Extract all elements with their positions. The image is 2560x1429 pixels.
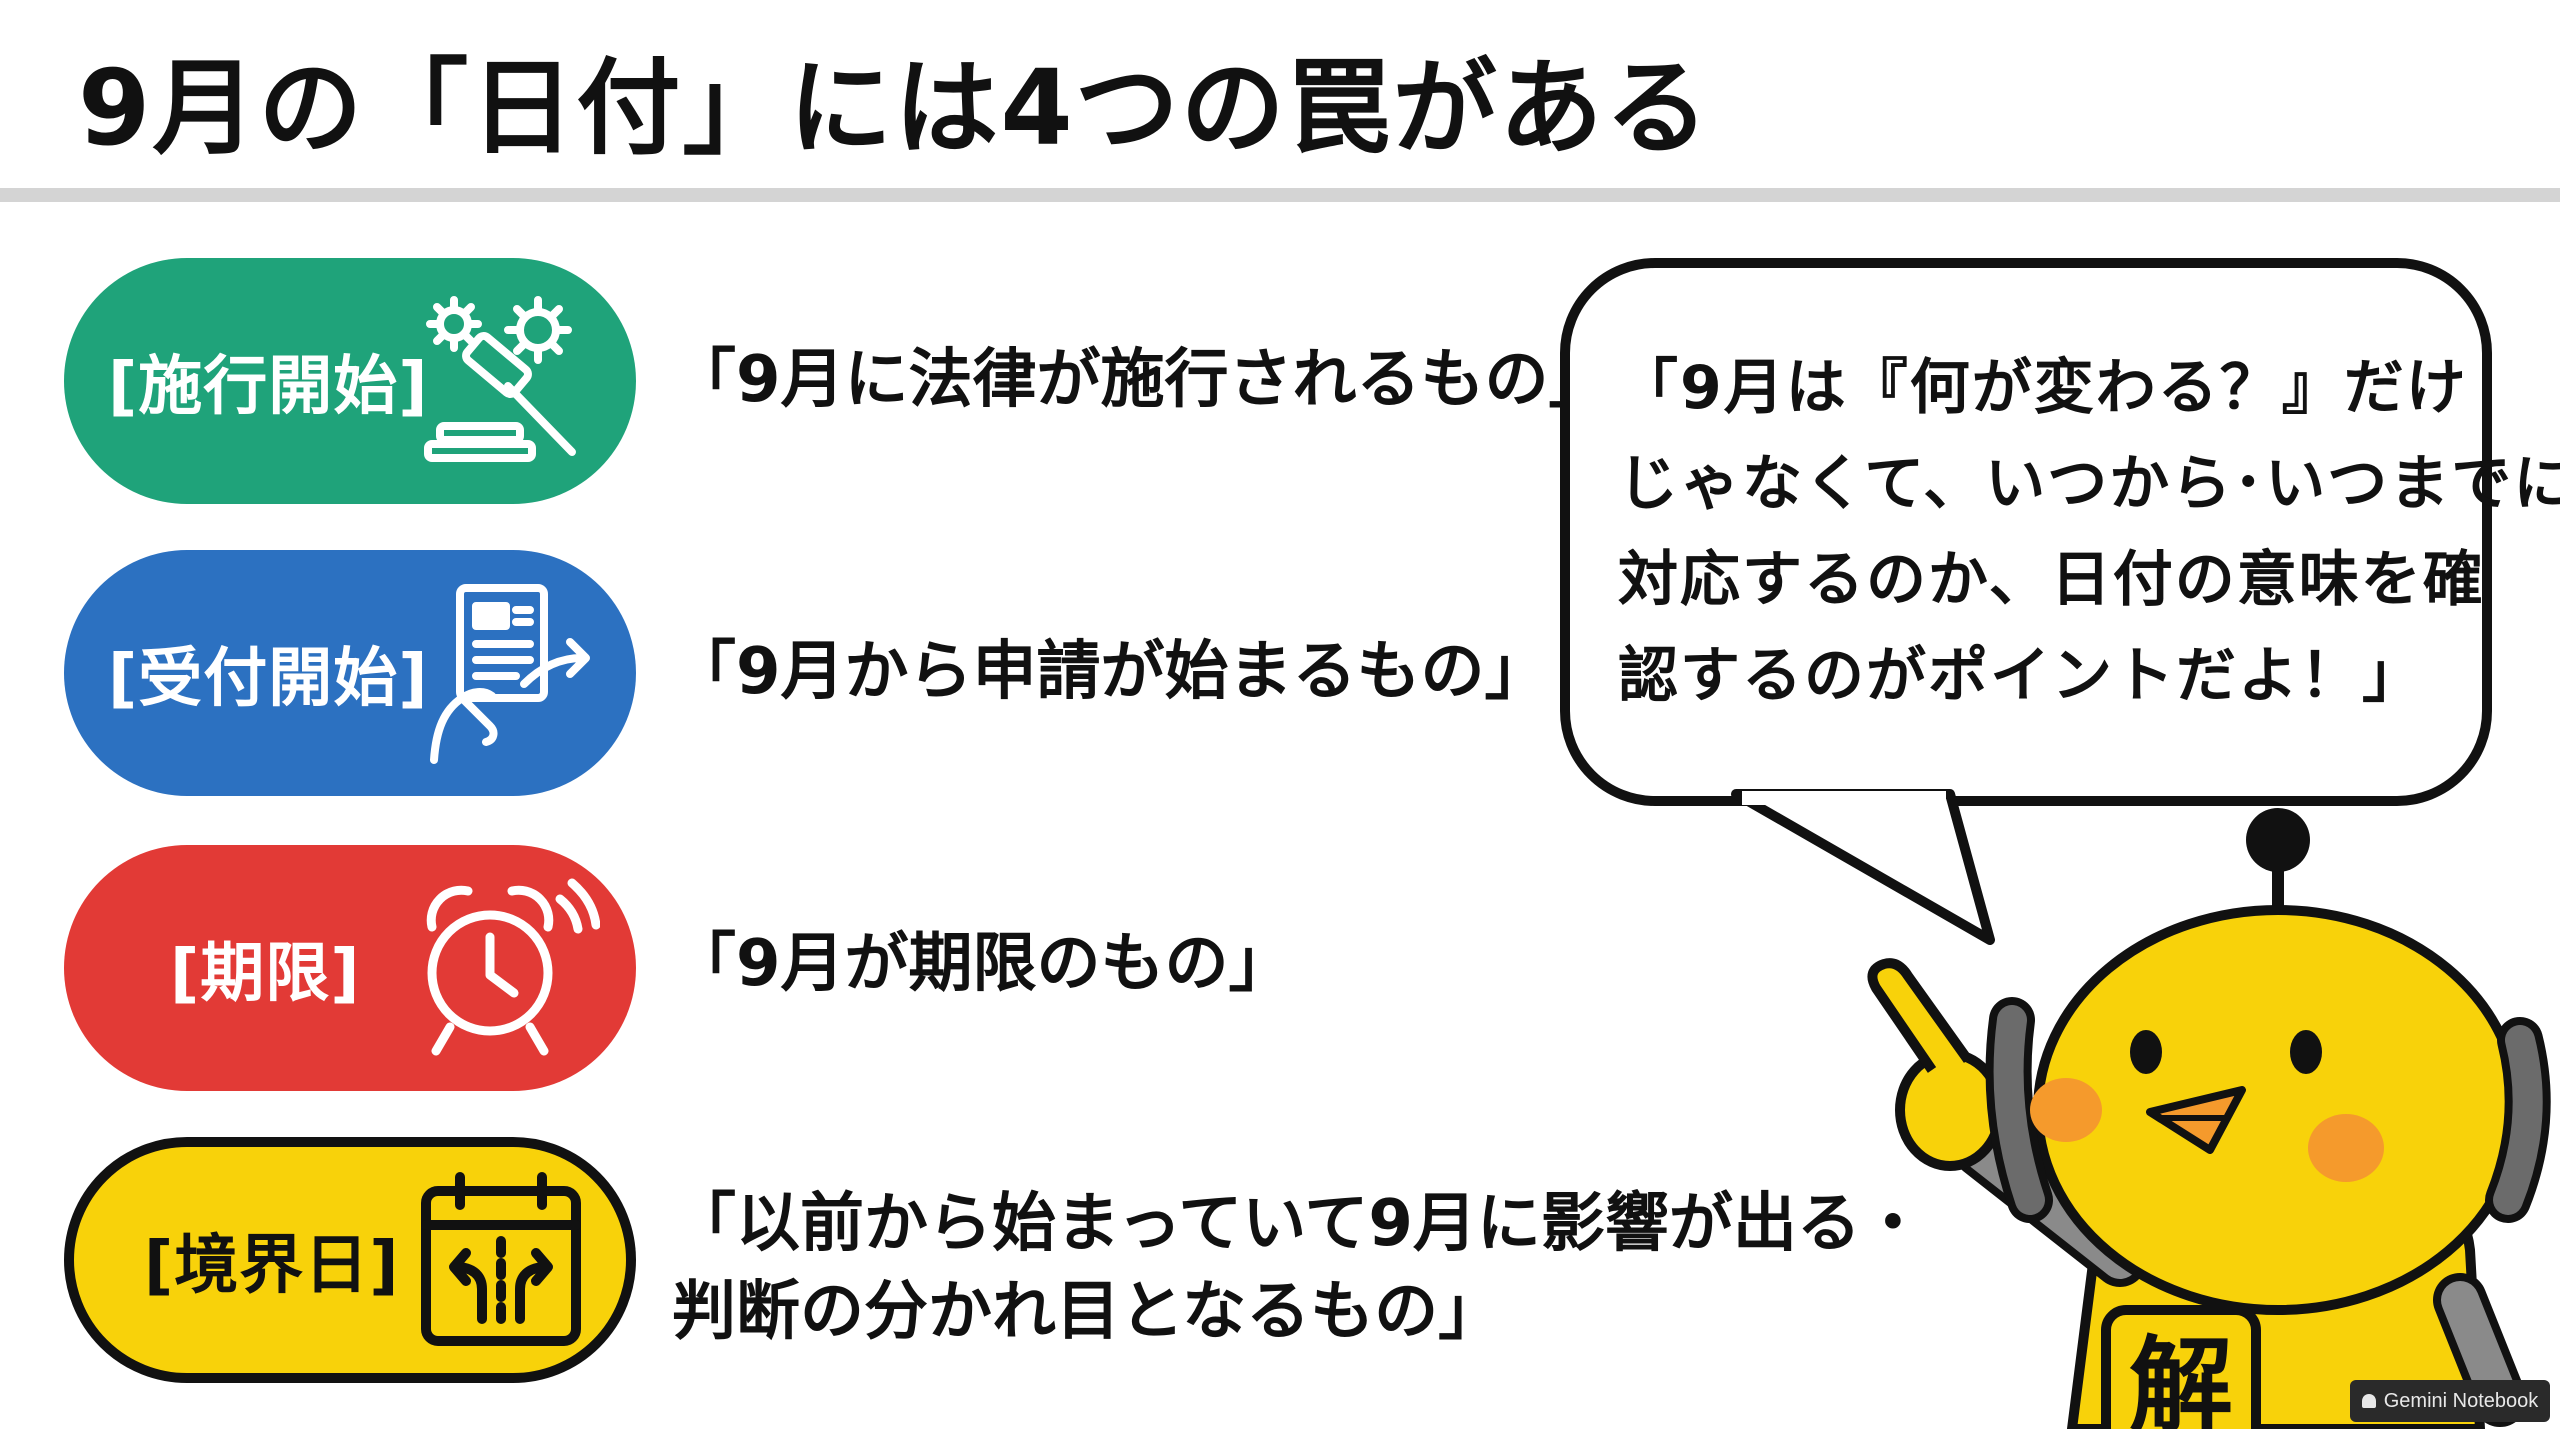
bubble-line: 「9月は『何が変わる？』だけ <box>1618 353 2468 423</box>
category-pill-enforcement: [施行開始] <box>64 258 636 504</box>
notebook-logo-icon <box>2361 1394 2376 1408</box>
category-label: [受付開始] <box>108 642 429 716</box>
description-line: 「9月が期限のもの」 <box>672 927 1293 1001</box>
category-label: [境界日] <box>144 1229 400 1303</box>
bubble-line: 対応するのか、日付の意味を確 <box>1618 545 2485 615</box>
category-pill-deadline: [期限] <box>64 845 636 1091</box>
category-description-deadline: 「9月が期限のもの」 <box>672 920 1293 1008</box>
description-line: 「9月から申請が始まるもの」 <box>672 635 1549 709</box>
title-divider <box>0 188 2560 202</box>
gavel-gears-icon <box>424 296 576 462</box>
category-pill-application: [受付開始] <box>64 550 636 796</box>
category-label: [期限] <box>170 937 361 1011</box>
speech-bubble-text: 「9月は『何が変わる？』だけ じゃなくて、いつから･いつまでに 対応するのか、日… <box>1618 340 2560 724</box>
bubble-line: じゃなくて、いつから･いつまでに <box>1618 449 2560 519</box>
calendar-split-arrows-icon <box>421 1172 581 1346</box>
category-pill-boundary: [境界日] <box>64 1137 636 1383</box>
category-description-application: 「9月から申請が始まるもの」 <box>672 628 1549 716</box>
category-description-boundary: 「以前から始まっていて9月に影響が出る・ 判断の分かれ目となるもの」 <box>672 1180 1925 1356</box>
description-line: 「9月に法律が施行されるもの」 <box>672 343 1613 417</box>
bubble-line: 認するのがポイントだよ！」 <box>1618 641 2424 711</box>
watermark: Gemini Notebook <box>2350 1380 2550 1422</box>
document-submit-icon <box>430 584 590 764</box>
description-line: 「以前から始まっていて9月に影響が出る・ <box>672 1187 1925 1261</box>
category-label: [施行開始] <box>108 350 429 424</box>
watermark-label: Gemini Notebook <box>2383 1389 2539 1412</box>
page-title: 9月の「日付」には4つの罠がある <box>78 47 1711 169</box>
speech-bubble <box>1560 258 2492 806</box>
description-line: 判断の分かれ目となるもの」 <box>672 1275 1503 1349</box>
category-description-enforcement: 「9月に法律が施行されるもの」 <box>672 336 1613 424</box>
alarm-clock-icon <box>426 878 600 1056</box>
mascot-badge: 解 <box>2128 1325 2233 1429</box>
